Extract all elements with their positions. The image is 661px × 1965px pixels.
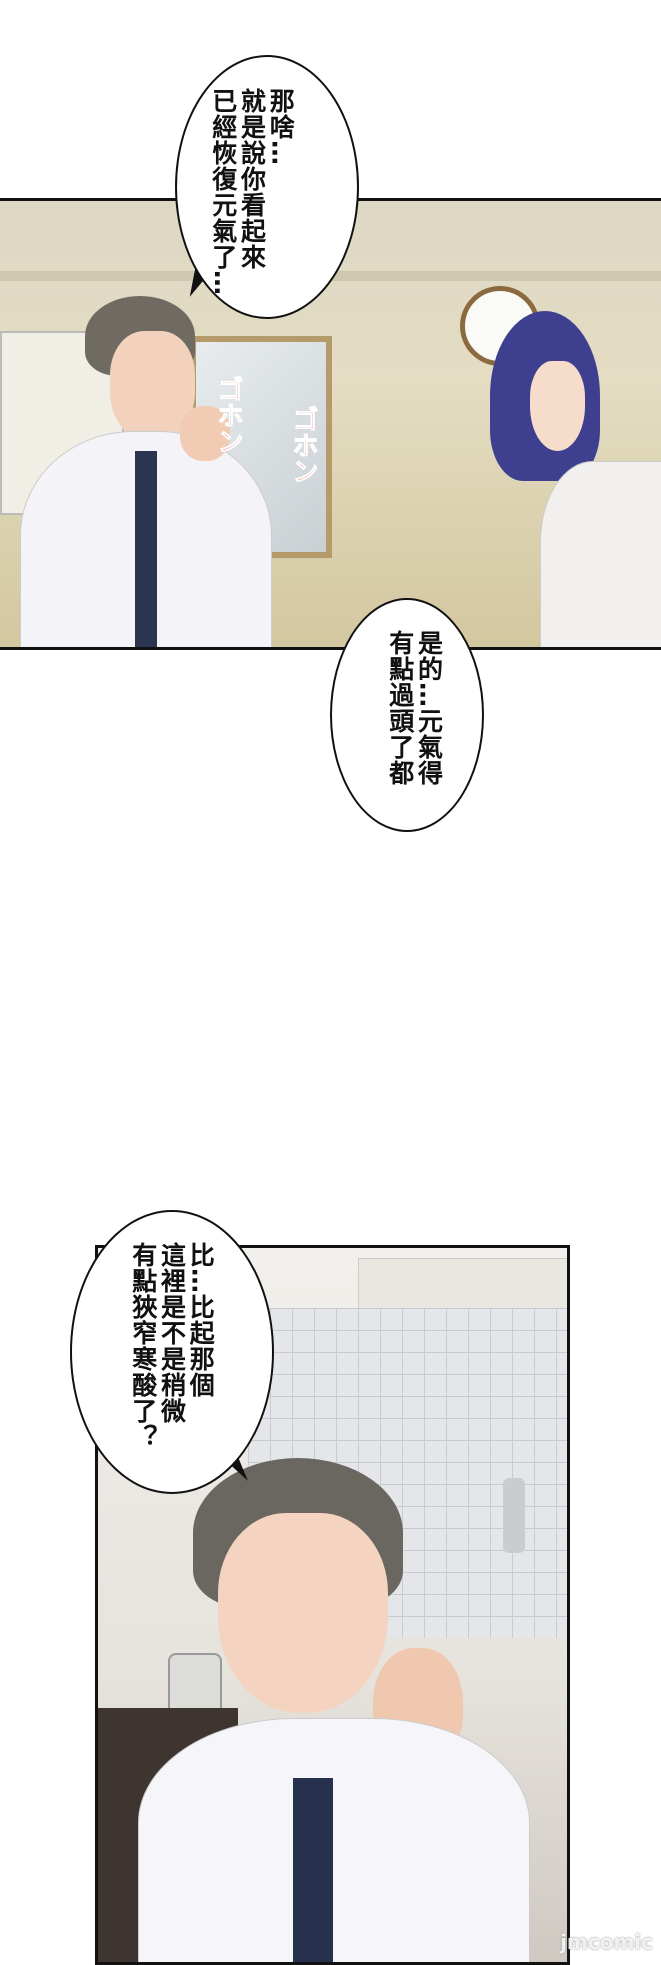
speech-bubble-1 <box>175 55 359 319</box>
speech-bubble-2 <box>330 598 484 832</box>
speech-line: 已經恢復元氣了… <box>208 88 238 296</box>
man-face <box>218 1513 388 1713</box>
speech-line: 就是說你看起來 <box>237 88 267 270</box>
wall-intercom <box>168 1653 222 1717</box>
woman-face <box>530 361 585 451</box>
speech-line: 是的…元氣得 <box>414 630 444 786</box>
speech-line: 這裡是不是稍微 <box>157 1242 187 1424</box>
man-hand <box>180 406 230 461</box>
speech-line: 有點過頭了都 <box>385 630 415 786</box>
speech-line: 有點狹窄寒酸了？ <box>128 1242 158 1450</box>
speech-line: 比…比起那個 <box>186 1242 216 1398</box>
speech-text-3: 比…比起那個 這裡是不是稍微 有點狹窄寒酸了？ <box>128 1242 216 1450</box>
woman-top <box>540 461 661 647</box>
speech-bubble-3 <box>70 1210 274 1494</box>
sfx-cough-2: ゴホン <box>288 406 319 485</box>
watermark-logo: jmcomic <box>560 1930 653 1954</box>
man-tie <box>293 1778 333 1962</box>
speech-line: 那啥… <box>266 88 296 166</box>
speech-text-2: 是的…元氣得 有點過頭了都 <box>385 630 444 786</box>
sfx-cough-1: ゴホン <box>213 376 244 455</box>
man-shirt <box>138 1718 530 1962</box>
man-tie <box>135 451 157 647</box>
faucet <box>503 1478 525 1553</box>
speech-text-1: 那啥… 就是說你看起來 已經恢復元氣了… <box>208 88 296 296</box>
